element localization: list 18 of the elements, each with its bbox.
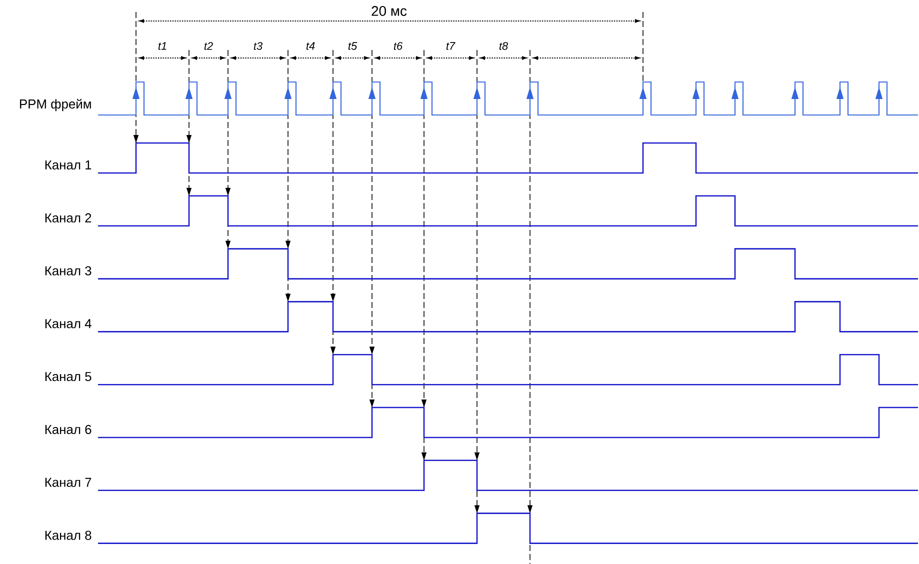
dimension-label: 20 мс bbox=[372, 6, 407, 16]
interval-label: t3 bbox=[254, 42, 262, 50]
signal-label: Канал 7 bbox=[45, 478, 92, 487]
signal-label: Канал 8 bbox=[45, 530, 92, 540]
signal-label: Канал 3 bbox=[45, 266, 92, 276]
interval-label: t6 bbox=[394, 42, 403, 50]
interval-label: t8 bbox=[499, 42, 508, 50]
interval-label: t1 bbox=[158, 42, 166, 50]
interval-label: t2 bbox=[204, 42, 213, 50]
signal-label: Канал 6 bbox=[45, 424, 92, 434]
interval-label: t5 bbox=[348, 42, 358, 50]
interval-label: t4 bbox=[306, 42, 315, 50]
signal-label: Канал 4 bbox=[45, 319, 92, 328]
signal-label: PPM фрейм bbox=[20, 98, 91, 112]
signal-label: Канал 2 bbox=[45, 213, 92, 222]
interval-label: t7 bbox=[446, 42, 456, 50]
signal-label: Канал 1 bbox=[45, 160, 92, 170]
signal-label: Канал 5 bbox=[45, 372, 92, 382]
